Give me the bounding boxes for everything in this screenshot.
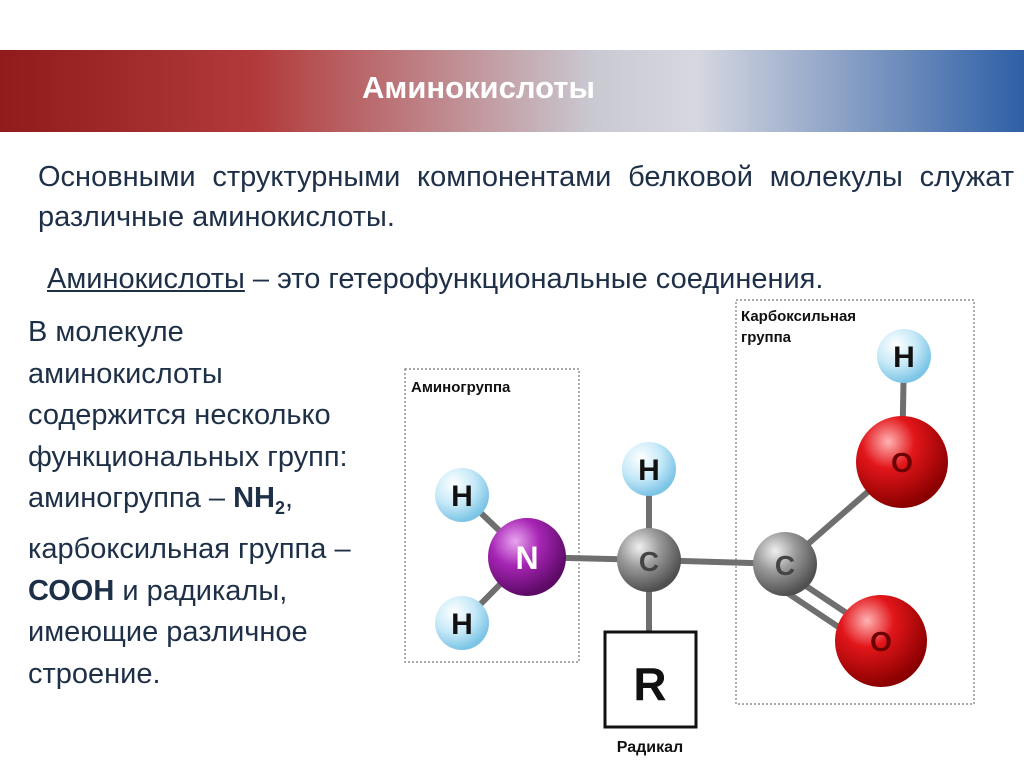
nh-subscript: 2 — [274, 497, 285, 518]
radical-box — [603, 630, 698, 729]
amino-group-box — [404, 368, 580, 663]
hydrogen-atom-amino-top: H — [435, 468, 489, 522]
body-text-1: В молекуле аминокислоты содержится неско… — [28, 316, 348, 514]
hydrogen-atom-alpha: H — [622, 442, 676, 496]
functional-groups-paragraph: В молекуле аминокислоты содержится неско… — [28, 312, 378, 695]
carboxyl-group-label-line2: группа — [741, 329, 792, 346]
definition-line: Аминокислоты – это гетерофункциональные … — [47, 263, 823, 296]
radical-symbol: R — [633, 658, 666, 710]
hydrogen-atom-hydroxyl: H — [877, 329, 931, 383]
atom-label: H — [451, 480, 473, 513]
oxygen-atom-carbonyl: O — [835, 595, 927, 687]
carbon-atom-carboxyl: C — [753, 532, 817, 596]
carbon-atom-alpha: C — [617, 528, 681, 592]
body-text-3: и радикалы, имеющие различное строение. — [28, 574, 308, 690]
atom-label: O — [891, 447, 913, 478]
bonds — [459, 353, 907, 647]
radical-label: Радикал — [617, 739, 683, 756]
amino-group-label: Аминогруппа — [411, 379, 511, 396]
atom-label: O — [870, 626, 892, 657]
slide-title: Аминокислоты — [362, 70, 595, 105]
atom-label: H — [451, 608, 473, 641]
nh2-formula: NH2 — [233, 482, 285, 518]
amino-acid-structure-diagram: Аминогруппа Карбоксильная группа R Радик… — [404, 299, 975, 756]
carboxyl-group-box — [735, 299, 975, 705]
nh-text: NH — [233, 482, 275, 514]
atom-label: C — [775, 550, 795, 581]
oxygen-atom-hydroxyl: O — [856, 416, 948, 508]
intro-paragraph: Основными структурными компонентами белк… — [38, 161, 1014, 233]
nitrogen-atom: N — [488, 518, 566, 596]
definition-term: Аминокислоты — [47, 263, 245, 295]
atom-label: N — [515, 540, 538, 576]
carboxyl-group-label-line1: Карбоксильная — [741, 308, 856, 325]
cooh-formula: СООН — [28, 574, 115, 607]
definition-text: – это гетерофункциональные соединения. — [244, 263, 824, 295]
body-text-2: , карбоксильная группа – — [28, 482, 351, 566]
title-banner — [0, 50, 1024, 132]
hydrogen-atom-amino-bottom: H — [435, 596, 489, 650]
atom-label: H — [893, 341, 915, 374]
atom-label: C — [639, 546, 659, 577]
atom-label: H — [638, 454, 660, 487]
